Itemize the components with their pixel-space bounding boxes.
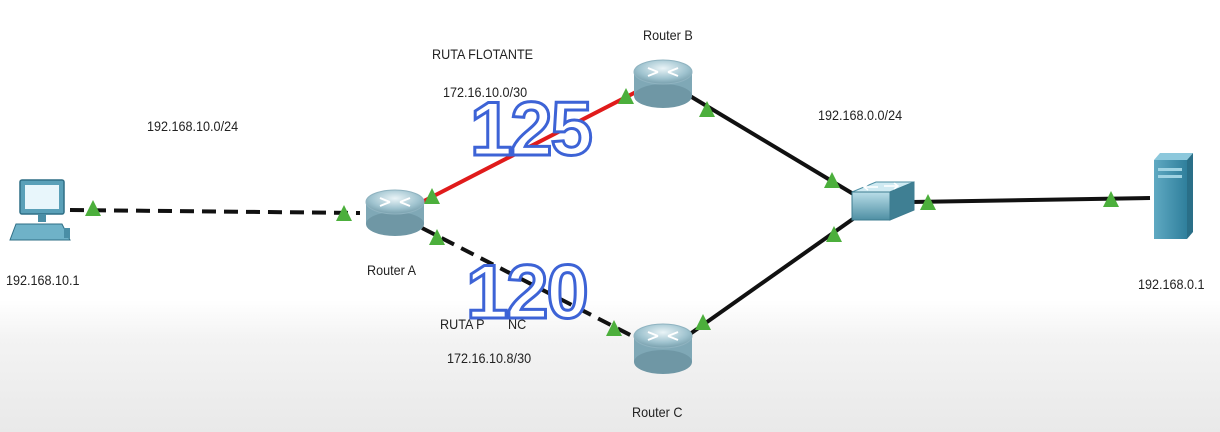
router-a-label: Router A: [367, 262, 417, 278]
main-route-network: 172.16.10.8/30: [447, 350, 532, 366]
main-route-distance: 120: [465, 250, 591, 335]
link-router-a-router-b: [421, 88, 641, 204]
port-up-icon: [429, 229, 445, 245]
pc-icon[interactable]: [9, 179, 71, 241]
port-up-icon: [920, 194, 936, 210]
port-up-icon: [618, 88, 634, 104]
main-route-title: RUTA P: [440, 316, 485, 332]
lan-b-network-label: 192.168.0.0/24: [818, 107, 903, 123]
floating-route-network: 172.16.10.0/30: [443, 84, 528, 100]
router-c-icon[interactable]: [633, 323, 693, 374]
lan-a-network-label: 192.168.10.0/24: [147, 118, 239, 134]
port-up-icon: [1103, 191, 1119, 207]
floating-route-distance: 125: [469, 87, 595, 172]
router-b-label: Router B: [643, 27, 693, 43]
port-up-icon: [695, 314, 711, 330]
floating-route-title: RUTA FLOTANTE: [432, 46, 534, 62]
port-up-icon: [606, 320, 622, 336]
port-indicators: [85, 88, 1119, 336]
port-up-icon: [699, 101, 715, 117]
router-c-label: Router C: [632, 404, 683, 420]
port-up-icon: [336, 205, 352, 221]
port-up-icon: [85, 200, 101, 216]
port-up-icon: [826, 226, 842, 242]
server-icon[interactable]: [1154, 153, 1193, 239]
switch-icon[interactable]: [851, 181, 915, 221]
link-pc-router-a: [69, 208, 361, 215]
pc-ip-label: 192.168.10.1: [6, 272, 80, 288]
port-up-icon: [424, 188, 440, 204]
server-ip-label: 192.168.0.1: [1138, 276, 1205, 292]
port-up-icon: [824, 172, 840, 188]
router-a-icon[interactable]: [365, 189, 425, 236]
main-route-title-tail: NC: [508, 316, 527, 332]
router-b-icon[interactable]: [633, 59, 693, 108]
link-router-a-router-c: [421, 226, 641, 342]
